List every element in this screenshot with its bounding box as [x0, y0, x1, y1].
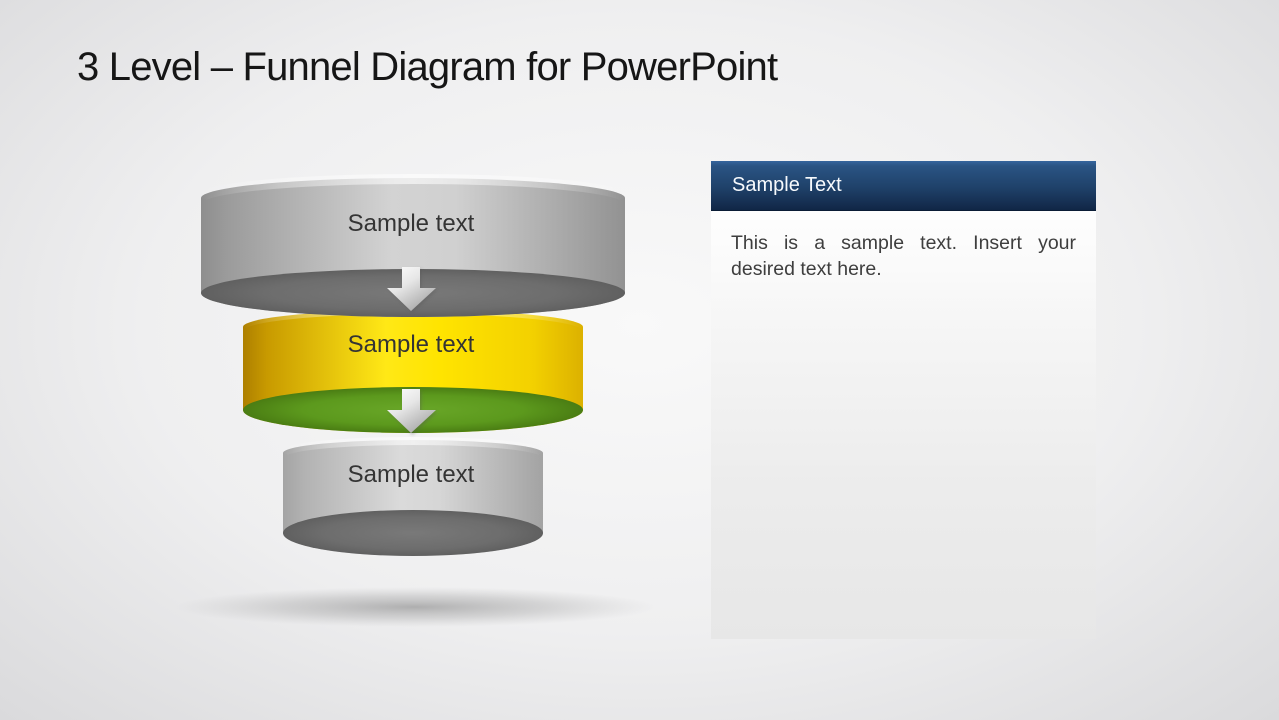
funnel-level-3 — [279, 437, 547, 556]
funnel-level-2-label: Sample text — [348, 331, 475, 358]
arrow-down-icon — [387, 389, 436, 433]
text-panel: Sample Text This is a sample text. Inser… — [711, 161, 1096, 639]
arrow-down-icon — [387, 267, 436, 311]
funnel-shadow — [175, 587, 655, 627]
panel-body: This is a sample text. Insert your desir… — [711, 211, 1096, 639]
panel-header: Sample Text — [711, 161, 1096, 211]
slide-title: 3 Level – Funnel Diagram for PowerPoint — [77, 45, 778, 89]
panel-title: Sample Text — [732, 174, 842, 196]
funnel-level-1-rim — [196, 174, 630, 202]
funnel-level-1-label: Sample text — [348, 210, 475, 237]
panel-body-text: This is a sample text. Insert your desir… — [731, 232, 1076, 280]
funnel-level-3-label: Sample text — [348, 461, 475, 488]
funnel-level-3-rim — [279, 437, 547, 457]
funnel-level-3-underside — [283, 510, 543, 556]
